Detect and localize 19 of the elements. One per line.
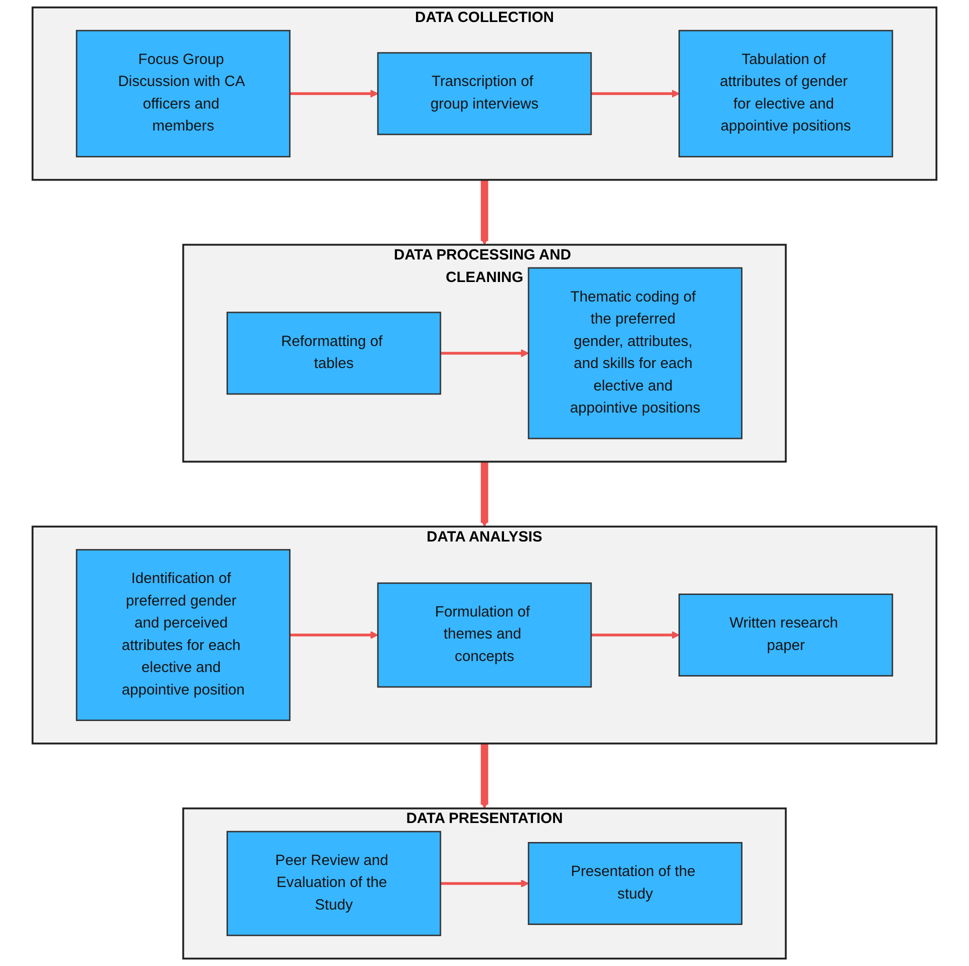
arrow [290,90,378,98]
node-box: Reformatting of tables [226,312,442,395]
arrow [591,90,680,98]
arrow [440,879,529,888]
node-box: Written research paper [678,594,894,677]
arrow [591,630,680,640]
node-box: Transcription of group interviews [377,52,592,136]
node-box: Tabulation of attributes of gender for elective and appointive positions [678,30,894,158]
node-box: Presentation of the study [528,842,742,925]
node-box: Thematic coding of the preferred gender, attributes, and skills for each elective and appointive positions [528,267,742,440]
arrow [440,349,529,358]
node-box: Peer Review and Evaluation of the Study [226,830,442,936]
node-box: Identification of preferred gender and perceived attributes for each elective and appointive position [76,549,290,722]
arrow [480,744,489,809]
arrow [480,180,489,246]
node-box: Formulation of themes and concepts [377,582,592,688]
arrow [290,630,378,640]
node-box: Focus Group Discussion with CA officers and members [76,30,290,158]
arrow [480,462,489,527]
